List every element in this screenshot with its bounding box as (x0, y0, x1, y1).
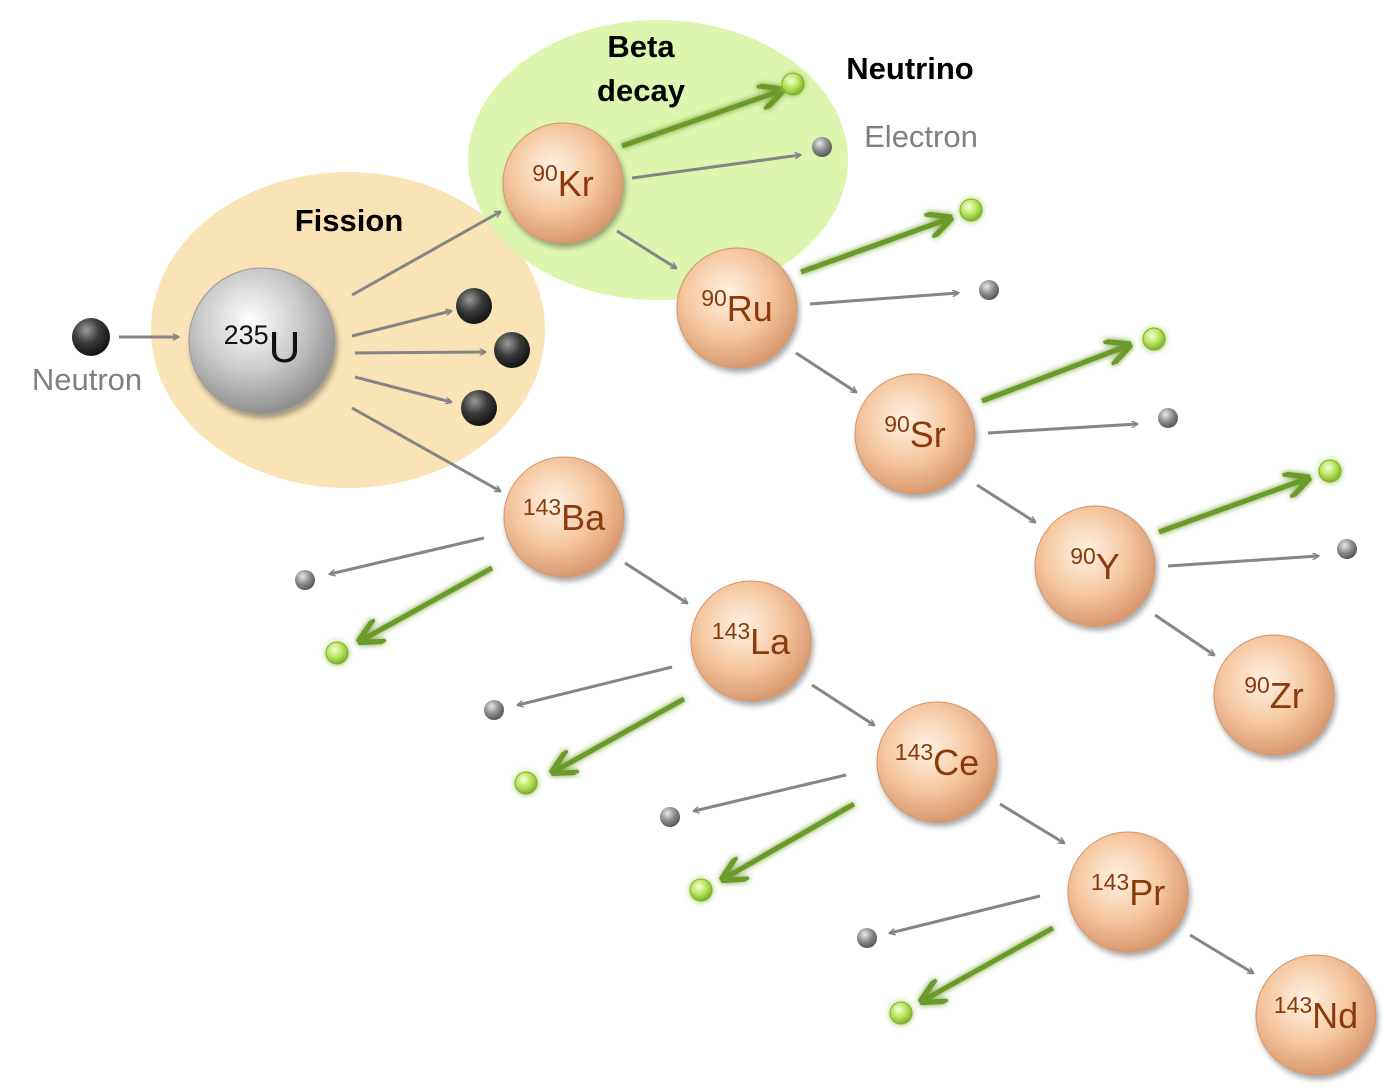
nuclide-label: 90Zr (1244, 672, 1304, 716)
nuclide-nd143: 143Nd (1255, 954, 1377, 1076)
nuclide-ba143: 143Ba (503, 456, 625, 578)
incoming-neutron (72, 318, 110, 356)
neutrino-label: Neutrino (846, 51, 973, 86)
nuclide-sphere (1255, 954, 1377, 1076)
neutrino (689, 878, 713, 902)
electron (812, 137, 832, 157)
nuclide-mass-number: 143 (1091, 869, 1129, 895)
electron (295, 570, 315, 590)
nuclide-symbol: Ba (561, 497, 606, 538)
uranium-235-nucleus (188, 267, 336, 415)
fission-label: Fission (295, 203, 404, 238)
nuclide-symbol: Y (1096, 546, 1120, 587)
uranium-mass-number: 235 (224, 320, 269, 350)
emitted-neutron (461, 390, 497, 426)
nuclide-label: 143Ba (523, 494, 606, 538)
nuclide-sphere (1213, 634, 1335, 756)
nuclide-symbol: Kr (558, 163, 594, 204)
nuclide-la143: 143La (690, 580, 812, 702)
neutrino-arrows (362, 91, 1306, 1000)
nuclide-symbol: La (750, 621, 791, 662)
neutrino (889, 1001, 913, 1025)
nuclide-ru90: 90Ru (676, 247, 798, 369)
nuclide-mass-number: 143 (523, 494, 561, 520)
nuclide-mass-number: 90 (1244, 672, 1270, 698)
nuclide-mass-number: 143 (895, 739, 933, 765)
neutrino (1318, 459, 1342, 483)
nuclide-mass-number: 90 (884, 411, 910, 437)
nuclide-label: 90Y (1070, 543, 1120, 587)
nuclide-label: 143La (712, 618, 791, 662)
nuclide-label: 90Ru (701, 285, 773, 329)
neutrino (959, 198, 983, 222)
electron (1337, 539, 1357, 559)
nuclide-y90: 90Y (1034, 505, 1156, 627)
nuclide-sphere (854, 373, 976, 495)
electron (484, 700, 504, 720)
neutron-label: Neutron (32, 362, 142, 397)
emitted-neutron (494, 332, 530, 368)
nuclide-sphere (503, 456, 625, 578)
fission-arrows (351, 212, 500, 491)
electron (660, 807, 680, 827)
nuclide-symbol: Ce (933, 742, 979, 783)
beta-decay-label-line2: decay (597, 73, 686, 108)
nuclide-symbol: Zr (1270, 675, 1304, 716)
nuclide-kr90: 90Kr (502, 122, 624, 244)
nuclide-symbol: Nd (1312, 995, 1358, 1036)
nuclide-mass-number: 143 (1274, 992, 1312, 1018)
nuclide-label: 143Nd (1274, 992, 1358, 1036)
nuclide-ce143: 143Ce (876, 701, 998, 823)
nuclide-label: 90Sr (884, 411, 946, 455)
uranium-symbol: U (269, 323, 301, 372)
electron (979, 280, 999, 300)
uranium-label: 235U (224, 320, 301, 372)
nuclide-sr90: 90Sr (854, 373, 976, 495)
decay-chain-arrows (616, 229, 1253, 973)
neutrino (781, 72, 805, 96)
nuclide-mass-number: 90 (532, 160, 558, 186)
nuclide-sphere (876, 701, 998, 823)
electron (857, 928, 877, 948)
nuclide-label: 90Kr (532, 160, 594, 204)
nuclide-sphere (1067, 831, 1189, 953)
electron (1158, 408, 1178, 428)
neutrinos (325, 72, 1342, 1025)
nuclide-label: 143Ce (895, 739, 979, 783)
nuclide-mass-number: 143 (712, 618, 750, 644)
nuclide-sphere (690, 580, 812, 702)
emitted-neutrons (456, 288, 530, 426)
nuclide-mass-number: 90 (1070, 543, 1096, 569)
nuclide-sphere (1034, 505, 1156, 627)
nuclides: 90Kr90Ru90Sr90Y90Zr143Ba143La143Ce143Pr1… (502, 122, 1377, 1076)
nuclide-symbol: Ru (727, 288, 773, 329)
nuclide-mass-number: 90 (701, 285, 727, 311)
electron-arrows (330, 155, 1318, 933)
beta-decay-label-line1: Beta (607, 29, 675, 64)
electron-label: Electron (864, 119, 978, 154)
nuclide-sphere (502, 122, 624, 244)
neutrino (514, 771, 538, 795)
nuclide-zr90: 90Zr (1213, 634, 1335, 756)
nuclide-sphere (676, 247, 798, 369)
electrons (295, 137, 1357, 948)
neutrino (325, 641, 349, 665)
nuclide-symbol: Sr (910, 414, 946, 455)
nuclide-label: 143Pr (1091, 869, 1165, 913)
emitted-neutron (456, 288, 492, 324)
neutrino (1142, 327, 1166, 351)
nuclide-symbol: Pr (1129, 872, 1165, 913)
nuclide-pr143: 143Pr (1067, 831, 1189, 953)
